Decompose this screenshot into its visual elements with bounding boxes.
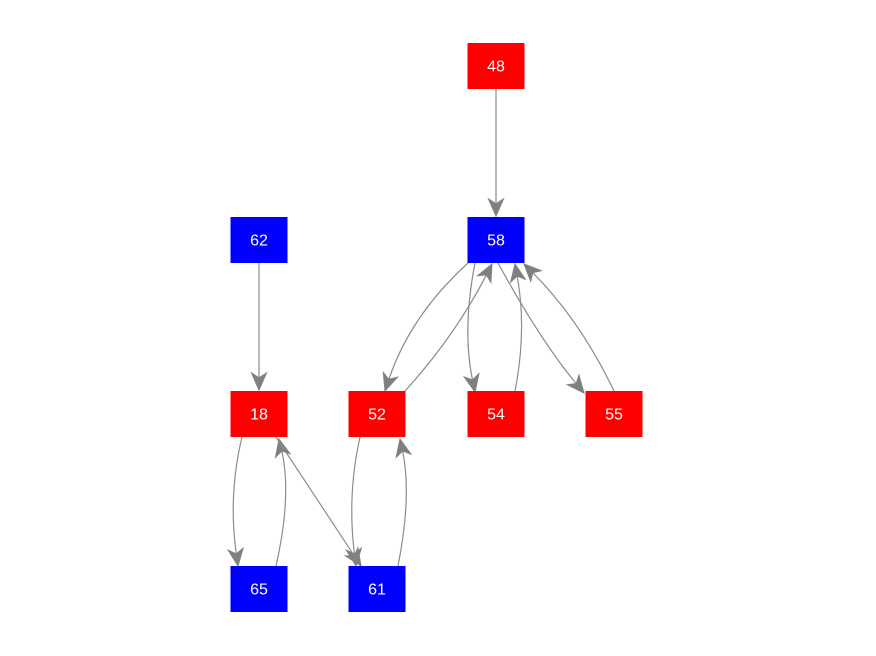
edge-58-to-52 bbox=[382, 262, 469, 393]
node-48[interactable]: 48 bbox=[467, 43, 525, 89]
arrow-head-icon bbox=[462, 372, 480, 394]
edge-line bbox=[232, 436, 243, 555]
edge-line bbox=[388, 262, 469, 380]
edge-62-to-18 bbox=[250, 263, 268, 392]
edge-18-to-65 bbox=[226, 436, 245, 568]
node-65-box bbox=[230, 566, 288, 612]
node-55-box bbox=[585, 391, 643, 437]
node-62-label: 62 bbox=[250, 233, 268, 250]
edge-61-to-52 bbox=[395, 437, 413, 567]
edge-line bbox=[467, 262, 476, 381]
arrow-head-icon bbox=[565, 373, 585, 394]
arrow-head-icon bbox=[395, 437, 413, 459]
edge-54-to-58 bbox=[509, 262, 527, 392]
edge-line bbox=[275, 450, 287, 567]
edge-58-to-54 bbox=[462, 262, 480, 394]
arrow-head-icon bbox=[345, 546, 363, 568]
node-18-label: 18 bbox=[250, 407, 268, 424]
node-54-box bbox=[467, 391, 525, 437]
edge-55-to-58 bbox=[523, 263, 615, 392]
edge-line bbox=[397, 450, 407, 567]
arrow-head-icon bbox=[250, 371, 268, 392]
arrow-head-icon bbox=[226, 546, 245, 568]
edge-line bbox=[275, 436, 355, 557]
node-62[interactable]: 62 bbox=[230, 217, 288, 263]
edges-layer bbox=[226, 89, 615, 568]
nodes-layer: 48 58 62 18 52 54 55 65 bbox=[230, 43, 643, 612]
node-55[interactable]: 55 bbox=[585, 391, 643, 437]
arrow-head-icon bbox=[509, 262, 527, 284]
edge-52-to-58 bbox=[404, 262, 493, 392]
node-54[interactable]: 54 bbox=[467, 391, 525, 437]
arrow-head-icon bbox=[382, 370, 399, 393]
node-54-label: 54 bbox=[487, 407, 505, 424]
arrow-head-icon bbox=[523, 263, 543, 283]
node-52-box bbox=[348, 391, 406, 437]
arrow-head-icon bbox=[476, 262, 493, 285]
node-58-label: 58 bbox=[487, 233, 505, 250]
edge-line bbox=[497, 262, 577, 385]
node-55-label: 55 bbox=[605, 407, 623, 424]
node-61-box bbox=[348, 566, 406, 612]
edge-line bbox=[514, 275, 523, 392]
edge-line bbox=[404, 274, 488, 392]
edge-52-to-61 bbox=[345, 436, 363, 568]
node-65-label: 65 bbox=[250, 582, 268, 599]
node-62-box bbox=[230, 217, 288, 263]
edge-line bbox=[351, 436, 361, 555]
node-65[interactable]: 65 bbox=[230, 566, 288, 612]
arrow-head-icon bbox=[487, 197, 505, 218]
node-58-box bbox=[467, 217, 525, 263]
edge-65-to-18 bbox=[274, 437, 292, 567]
node-48-label: 48 bbox=[487, 59, 505, 76]
edge-18-to-61 bbox=[275, 436, 362, 568]
node-58[interactable]: 58 bbox=[467, 217, 525, 263]
edge-58-to-55 bbox=[497, 262, 585, 394]
edge-48-to-58 bbox=[487, 89, 505, 218]
node-48-box bbox=[467, 43, 525, 89]
edge-line bbox=[532, 272, 615, 392]
node-18-box bbox=[230, 391, 288, 437]
node-18[interactable]: 18 bbox=[230, 391, 288, 437]
node-52[interactable]: 52 bbox=[348, 391, 406, 437]
node-61-label: 61 bbox=[368, 582, 386, 599]
node-52-label: 52 bbox=[368, 407, 386, 424]
node-61[interactable]: 61 bbox=[348, 566, 406, 612]
